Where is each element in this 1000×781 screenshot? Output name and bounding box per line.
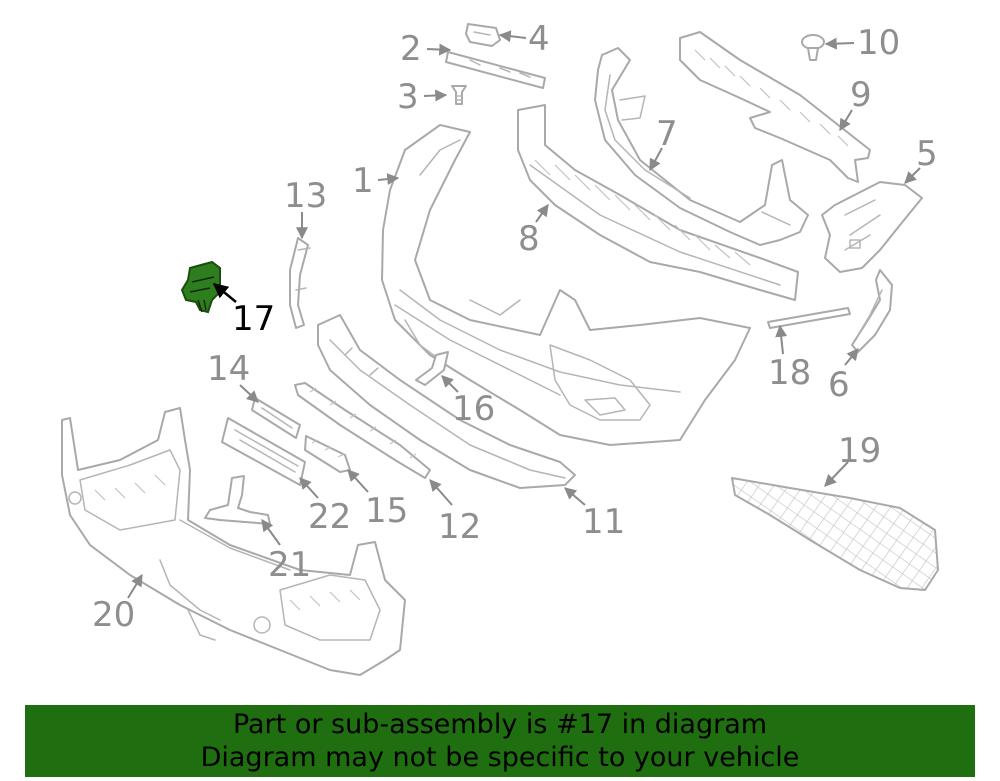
callout-labels: 1 2 3 4 5 6 7 8 9 10 11 12 13 14 15 16 1… [92,19,938,635]
callout-16: 16 [452,389,495,429]
callout-5: 5 [916,134,938,174]
callout-21: 21 [268,545,311,585]
bumper-cover-part [381,124,751,446]
callout-6: 6 [828,365,850,405]
notice-banner: Part or sub-assembly is #17 in diagram D… [25,705,975,777]
grille-support-part [517,104,799,301]
callout-8: 8 [518,219,540,259]
callout-12: 12 [438,507,481,547]
lower-lip-part [317,314,576,489]
callout-20: 20 [92,595,135,635]
small-lower-bracket-part [204,475,271,525]
callout-18: 18 [768,353,811,393]
callout-22: 22 [308,497,351,537]
side-trim-bracket-part [851,269,893,353]
reinforcement-beam-part [61,407,406,676]
callout-14: 14 [207,349,250,389]
upper-trim-strip-part [445,51,546,89]
banner-line-disclaimer: Diagram may not be specific to your vehi… [200,742,800,773]
side-bracket-part [821,181,923,273]
license-bracket-small-part [251,397,301,439]
leader-lines [127,30,921,599]
callout-19: 19 [838,431,881,471]
callout-1: 1 [352,161,374,201]
sensor-part-highlighted [180,260,221,314]
small-bracket-part [465,23,501,47]
upper-curved-bracket-part [594,47,809,246]
lower-bracket-part [304,435,351,473]
upper-tie-bar-part [679,31,871,183]
lower-mesh-grille-part [731,477,939,591]
clip-bracket-part [415,351,449,386]
screw-part [451,85,467,105]
callout-15: 15 [365,491,408,531]
license-plate-bracket-part [221,417,306,486]
vertical-trim-part [289,237,311,329]
callout-10: 10 [857,23,900,63]
callout-9: 9 [850,75,872,115]
callout-2: 2 [400,29,422,69]
callout-4: 4 [528,19,550,59]
push-clip-part [801,34,825,61]
callout-17-highlighted: 17 [232,299,275,339]
callout-11: 11 [582,502,625,542]
lower-trim-strip-part [294,382,431,479]
callout-7: 7 [656,114,678,154]
banner-line-part-number: Part or sub-assembly is #17 in diagram [232,709,768,740]
callout-3: 3 [397,77,419,117]
callout-13: 13 [284,176,327,216]
thin-strip-part [767,307,851,329]
